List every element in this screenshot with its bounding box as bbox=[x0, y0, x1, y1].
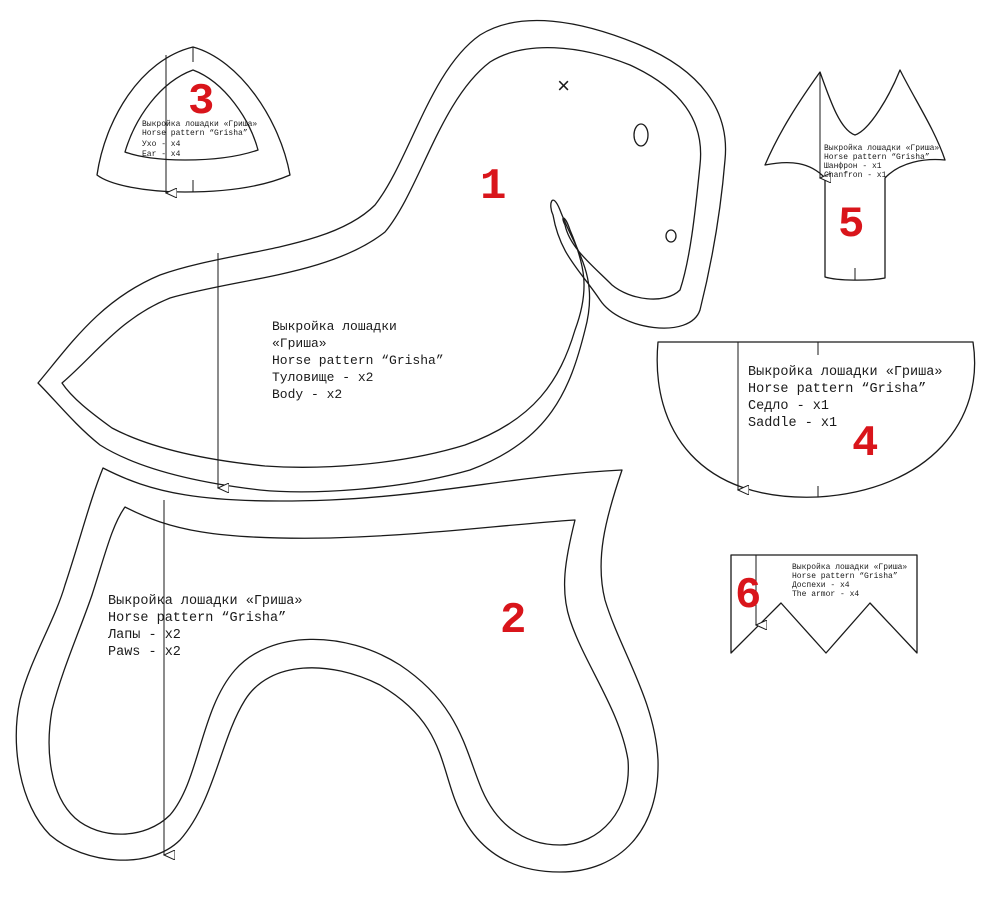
body-label-line-3: Horse pattern “Grisha” bbox=[272, 353, 444, 368]
body-inner-outline bbox=[61, 46, 702, 468]
body-label-line-1: Выкройка лошадки bbox=[272, 319, 397, 334]
piece-chanfron: 5 Выкройка лошадки «Гриша» Horse pattern… bbox=[764, 69, 946, 281]
piece-number-2: 2 bbox=[500, 596, 526, 646]
armor-label-line-4: The armor - x4 bbox=[792, 590, 859, 599]
piece-number-5: 5 bbox=[838, 200, 864, 250]
body-cross-mark: × bbox=[557, 75, 570, 100]
piece-saddle: 4 Выкройка лошадки «Гриша» Horse pattern… bbox=[656, 341, 976, 498]
body-label-line-2: «Гриша» bbox=[272, 336, 327, 351]
armor-label-line-2: Horse pattern “Grisha” bbox=[792, 572, 898, 581]
piece-number-4: 4 bbox=[852, 419, 878, 469]
ear-label-line-3: Ухо - x4 bbox=[142, 140, 181, 149]
chanfron-label-line-2: Horse pattern “Grisha” bbox=[824, 153, 930, 162]
chanfron-label: Выкройка лошадки «Гриша» Horse pattern “… bbox=[824, 144, 944, 180]
ear-label-line-1: Выкройка лошадки «Гриша» bbox=[142, 120, 257, 129]
armor-label-line-3: Доспехи - x4 bbox=[792, 581, 850, 590]
chanfron-label-line-1: Выкройка лошадки «Гриша» bbox=[824, 144, 939, 153]
paws-label: Выкройка лошадки «Гриша» Horse pattern “… bbox=[107, 594, 311, 660]
paws-label-line-2: Horse pattern “Grisha” bbox=[108, 611, 286, 626]
chanfron-outline bbox=[764, 69, 946, 281]
piece-body: × 1 Выкройка лошадки «Гриша» Horse patte… bbox=[37, 19, 727, 493]
piece-number-3: 3 bbox=[188, 77, 214, 127]
paws-label-line-1: Выкройка лошадки «Гриша» bbox=[108, 594, 302, 609]
saddle-label-line-4: Saddle - x1 bbox=[748, 416, 837, 431]
saddle-label-line-3: Седло - x1 bbox=[748, 399, 829, 414]
ear-label-line-4: Ear - x4 bbox=[142, 150, 181, 159]
body-label-line-5: Body - x2 bbox=[272, 387, 342, 402]
ear-outer-outline bbox=[96, 46, 291, 193]
saddle-label-line-1: Выкройка лошадки «Гриша» bbox=[748, 365, 942, 380]
paws-outer-outline bbox=[15, 467, 659, 873]
ear-inner-outline bbox=[124, 69, 259, 161]
body-nostril-mark bbox=[665, 229, 677, 243]
piece-ear: 3 Выкройка лошадки «Гриша» Horse pattern… bbox=[96, 46, 291, 193]
armor-outline bbox=[730, 554, 918, 654]
piece-number-6: 6 bbox=[735, 571, 761, 621]
piece-number-1: 1 bbox=[480, 162, 506, 212]
body-label: Выкройка лошадки «Гриша» Horse pattern “… bbox=[272, 319, 451, 402]
armor-label: Выкройка лошадки «Гриша» Horse pattern “… bbox=[792, 563, 912, 599]
paws-label-line-3: Лапы - x2 bbox=[107, 628, 181, 643]
chanfron-label-line-3: Шанфрон - x1 bbox=[824, 162, 882, 171]
ear-label: Выкройка лошадки «Гриша» Horse pattern “… bbox=[142, 120, 262, 159]
saddle-label-line-2: Horse pattern “Grisha” bbox=[748, 382, 926, 397]
body-label-line-4: Туловище - x2 bbox=[272, 370, 373, 385]
paws-label-line-4: Paws - x2 bbox=[108, 645, 181, 660]
piece-armor: 6 Выкройка лошадки «Гриша» Horse pattern… bbox=[730, 554, 918, 654]
body-eye-mark bbox=[633, 123, 649, 147]
saddle-label: Выкройка лошадки «Гриша» Horse pattern “… bbox=[748, 365, 951, 431]
ear-label-line-2: Horse pattern “Grisha” bbox=[142, 129, 248, 138]
piece-paws: 2 Выкройка лошадки «Гриша» Horse pattern… bbox=[15, 467, 659, 873]
paws-inner-outline bbox=[48, 506, 629, 846]
armor-label-line-1: Выкройка лошадки «Гриша» bbox=[792, 563, 907, 572]
body-outer-outline bbox=[37, 19, 727, 493]
chanfron-label-line-4: Chanfron - x1 bbox=[824, 171, 887, 180]
